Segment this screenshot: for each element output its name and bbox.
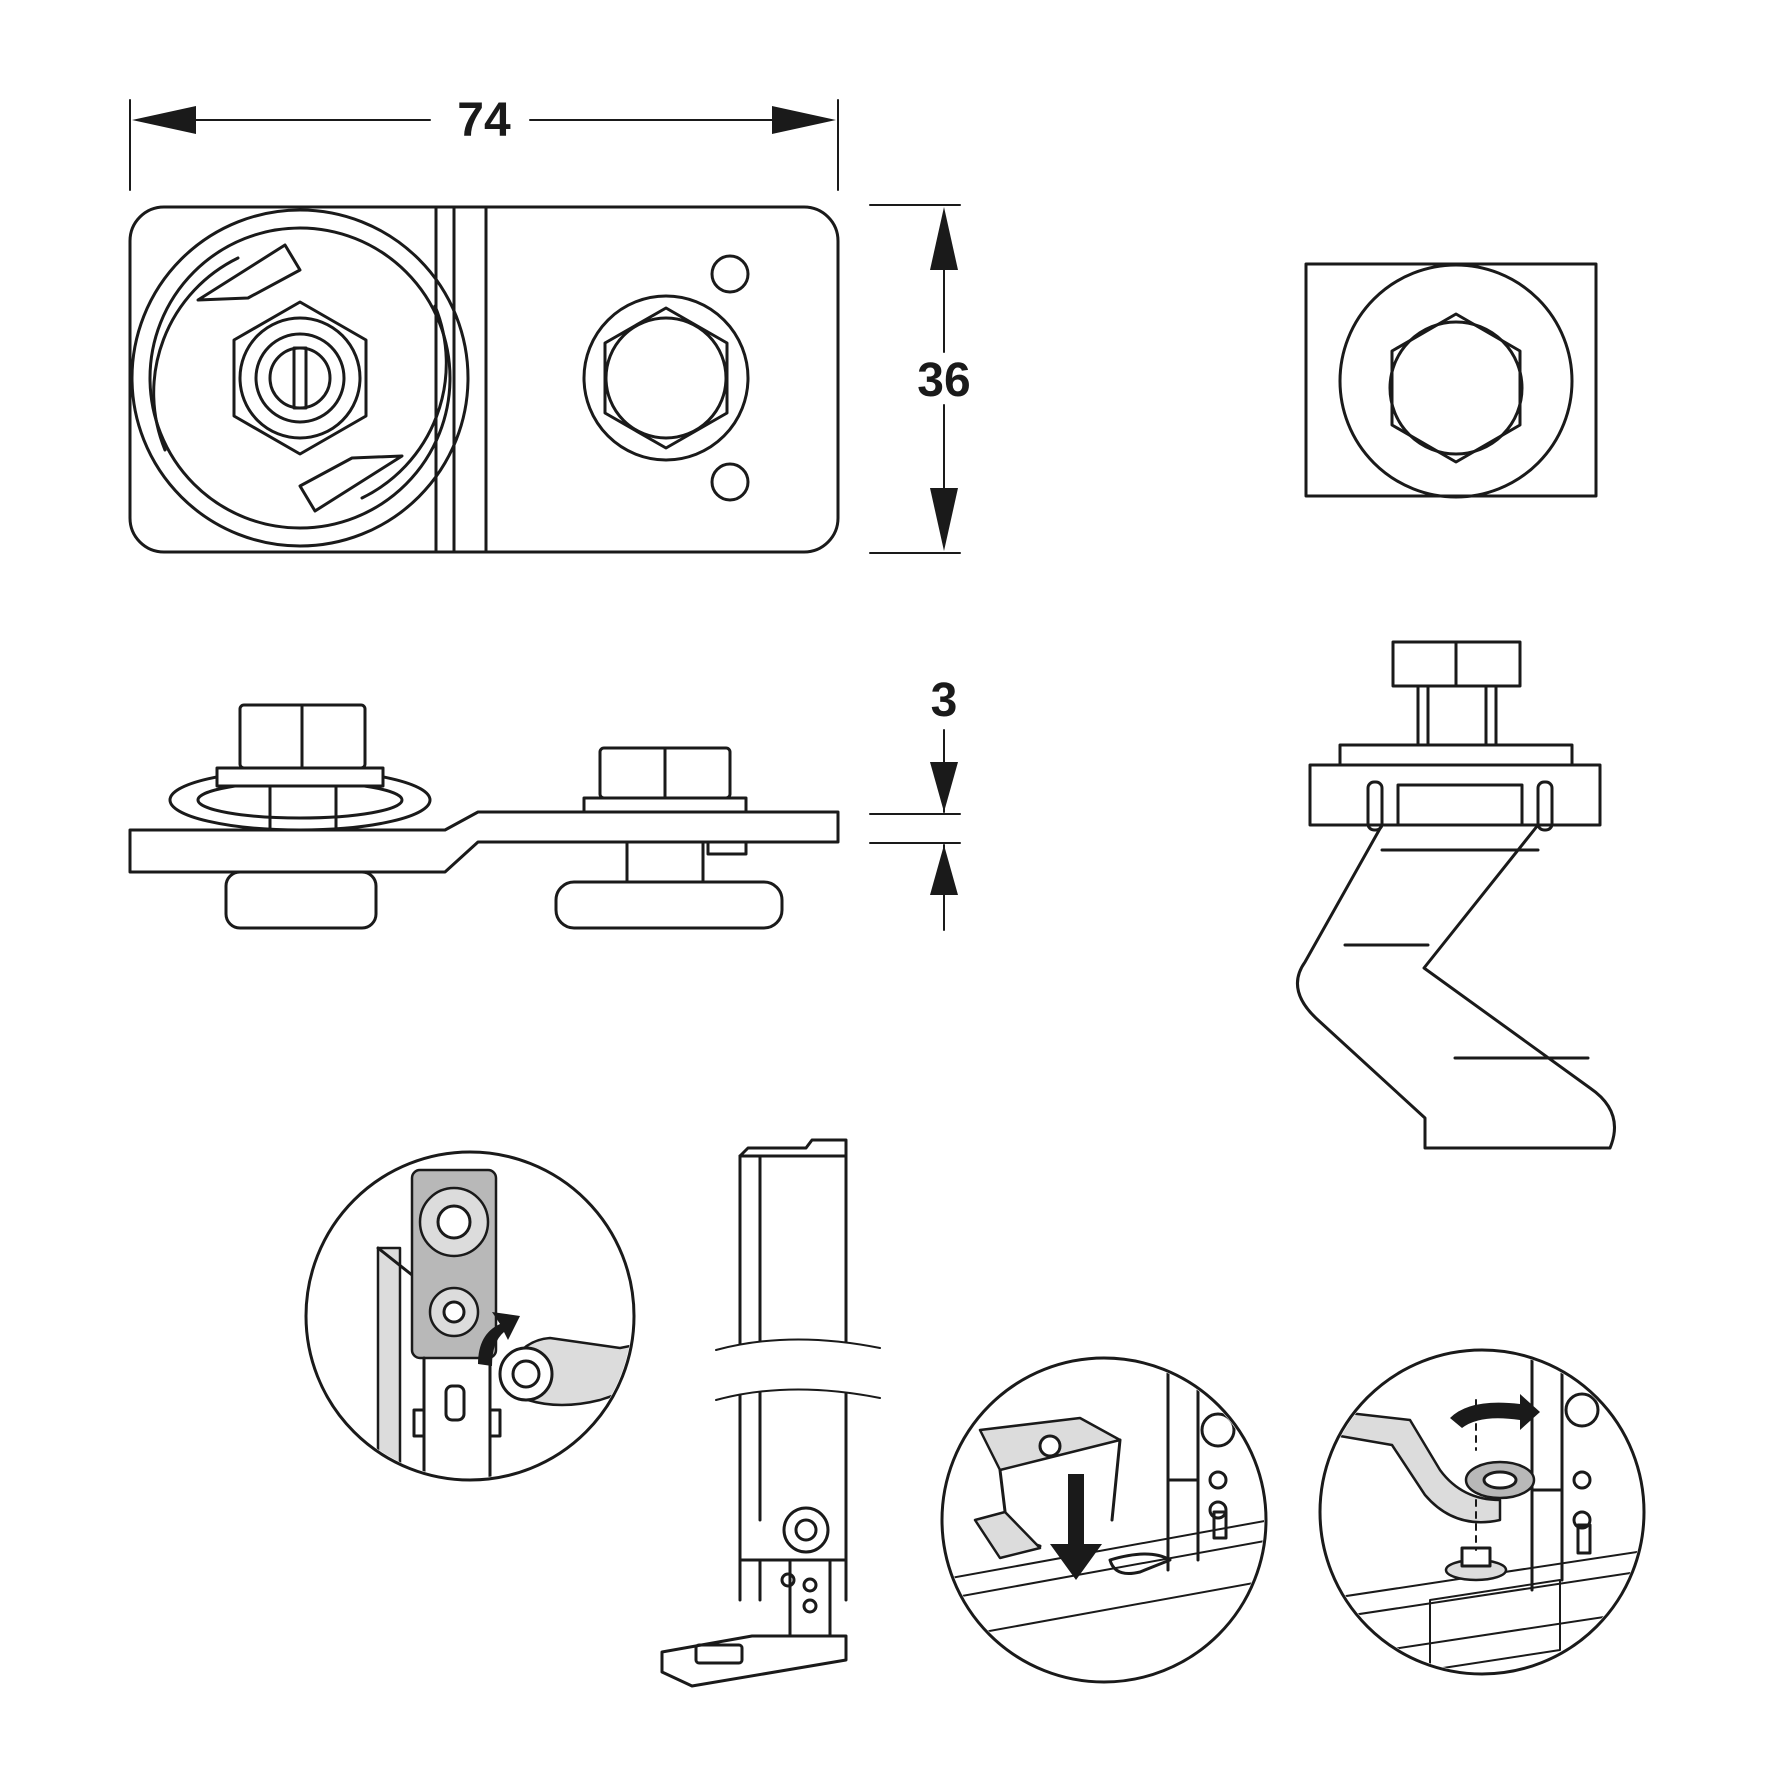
curved-arrow-icon <box>478 1312 520 1366</box>
installation-detail-insert <box>940 1356 1268 1684</box>
bracket-top-view <box>128 205 840 554</box>
thickness-label: 3 <box>931 674 958 727</box>
curved-arrow-icon <box>1450 1394 1540 1430</box>
arrow-down-icon <box>1050 1474 1102 1580</box>
height-label: 36 <box>917 354 970 407</box>
height-dimension: 36 <box>869 204 971 554</box>
installation-detail-adjust <box>304 1150 636 1482</box>
thickness-dimension: 3 <box>869 674 961 931</box>
slider-top-view <box>1304 262 1598 499</box>
profile-post <box>660 1138 881 1688</box>
bracket-side-view <box>128 703 840 930</box>
width-dimension: 74 <box>129 94 839 191</box>
slider-side-view <box>1296 640 1616 1150</box>
width-label: 74 <box>457 94 511 147</box>
installation-detail-tighten <box>1318 1348 1646 1676</box>
